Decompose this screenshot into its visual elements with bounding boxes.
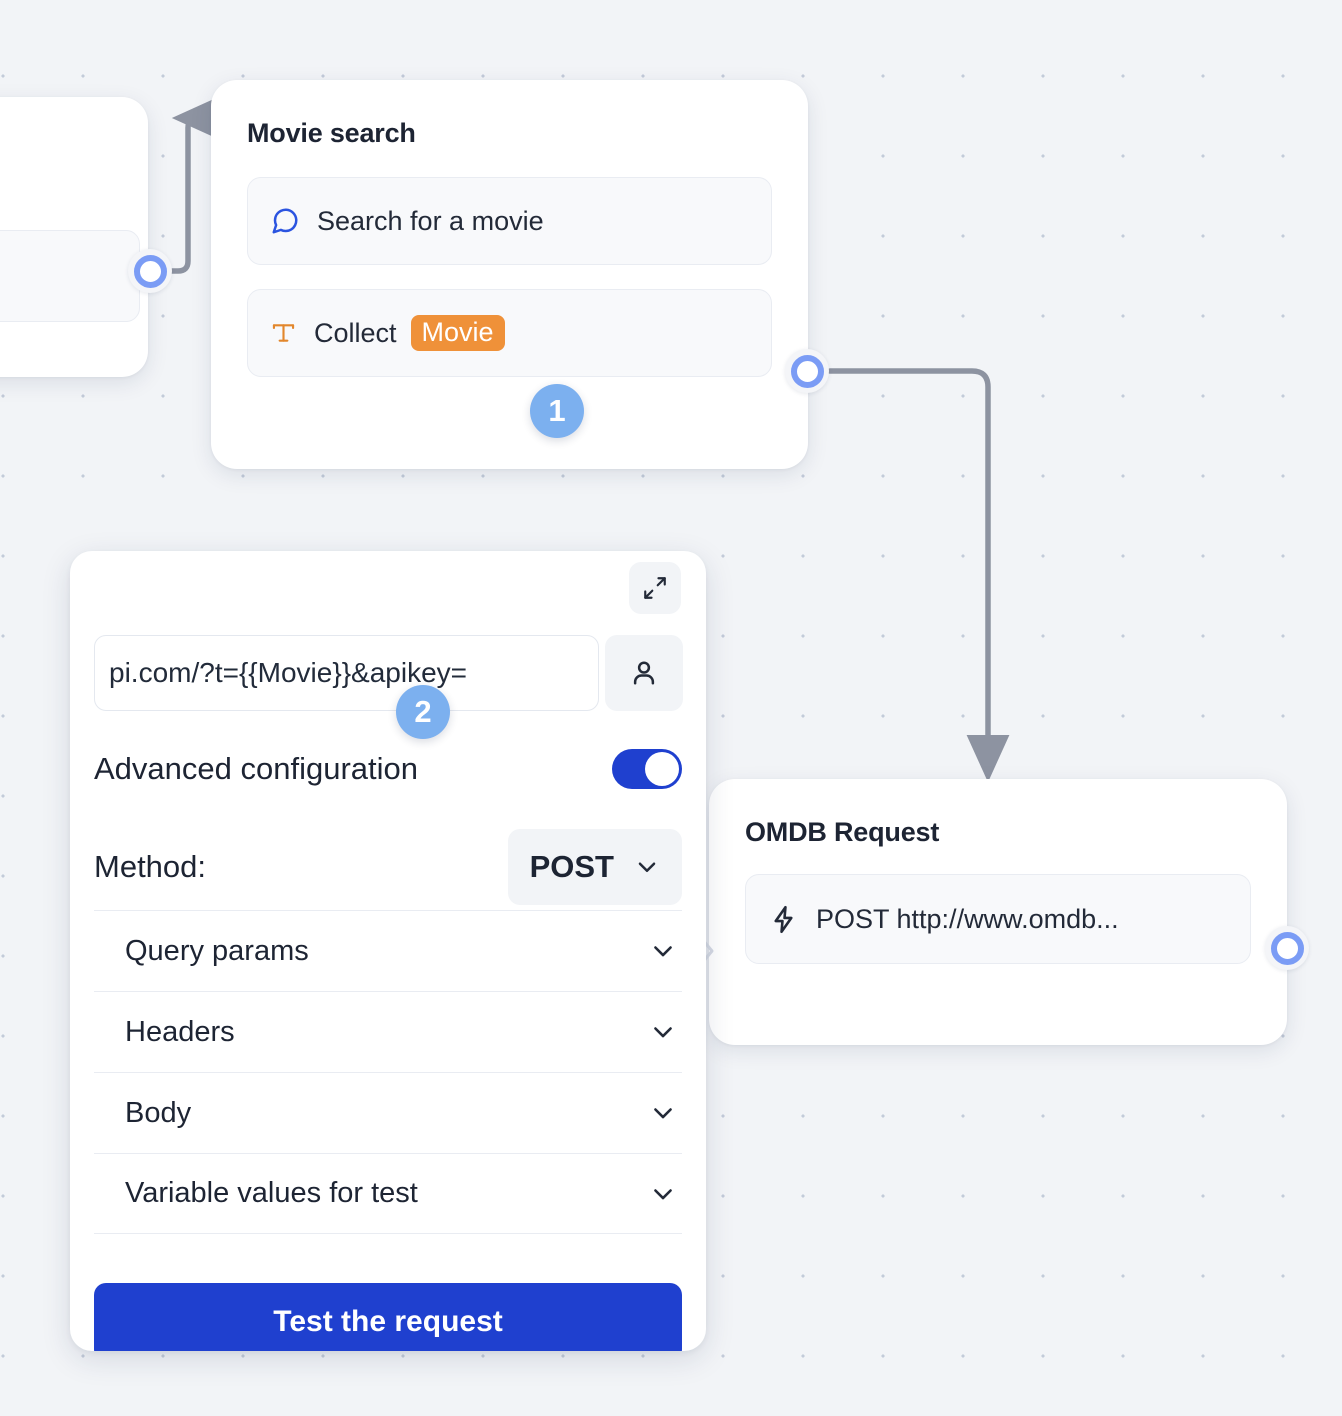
method-row: Method: POST xyxy=(94,829,682,905)
partial-node-left[interactable] xyxy=(0,97,148,377)
advanced-configuration-toggle[interactable] xyxy=(612,749,682,789)
node-item-label: Search for a movie xyxy=(317,205,544,236)
accordion-headers[interactable]: Headers xyxy=(94,991,682,1072)
accordion-variable-values-for-test[interactable]: Variable values for test xyxy=(94,1153,682,1234)
accordion-label: Query params xyxy=(125,934,309,967)
node-item-search-for-a-movie[interactable]: Search for a movie xyxy=(247,177,772,265)
accordion-label: Body xyxy=(125,1096,192,1129)
node-item-label: POST http://www.omdb... xyxy=(816,903,1119,934)
accordion-label: Headers xyxy=(125,1015,235,1048)
message-bubble-icon xyxy=(270,206,300,236)
user-variable-button[interactable] xyxy=(605,635,683,711)
step-badge-2: 2 xyxy=(396,685,450,739)
chevron-down-icon xyxy=(654,1108,672,1119)
partial-node-item[interactable] xyxy=(0,230,140,322)
test-the-request-button[interactable]: Test the request xyxy=(94,1283,682,1351)
node-title: Movie search xyxy=(247,118,416,148)
method-select[interactable]: POST xyxy=(507,829,682,905)
port-omdb-output[interactable] xyxy=(1265,926,1309,970)
expand-button[interactable] xyxy=(629,562,681,614)
accordion-body[interactable]: Body xyxy=(94,1072,682,1153)
port-movie-search-output[interactable] xyxy=(785,349,829,393)
method-value: POST xyxy=(529,849,614,884)
node-omdb-request[interactable]: OMDB Request POST http://www.omdb... xyxy=(709,779,1287,1045)
accordion-list: Query params Headers Body Variable value… xyxy=(94,910,682,1234)
node-item-label: Collect xyxy=(314,317,397,348)
node-item-collect-movie[interactable]: Collect Movie xyxy=(247,289,772,377)
url-row xyxy=(94,635,683,711)
node-item-post-request[interactable]: POST http://www.omdb... xyxy=(745,874,1251,964)
expand-diagonal-icon xyxy=(644,577,666,599)
node-title: OMDB Request xyxy=(745,817,940,847)
chevron-down-icon xyxy=(638,862,656,873)
advanced-configuration-label: Advanced configuration xyxy=(94,751,419,786)
accordion-query-params[interactable]: Query params xyxy=(94,910,682,991)
request-config-panel[interactable]: Advanced configuration Method: POST Quer… xyxy=(70,551,706,1351)
node-movie-search[interactable]: Movie search Search for a movie Collect xyxy=(211,80,808,469)
accordion-label: Variable values for test xyxy=(125,1177,418,1209)
method-label: Method: xyxy=(94,849,207,884)
request-url-input[interactable] xyxy=(94,635,599,711)
text-t-icon xyxy=(270,319,297,347)
port-partial-node-output[interactable] xyxy=(128,249,172,293)
variable-chip[interactable]: Movie xyxy=(410,314,505,352)
chevron-down-icon xyxy=(654,1188,672,1199)
lightning-bolt-icon xyxy=(768,904,799,935)
person-icon xyxy=(633,661,655,685)
chevron-down-icon xyxy=(654,946,672,957)
step-badge-1: 1 xyxy=(530,384,584,438)
advanced-configuration-row: Advanced configuration xyxy=(94,741,682,797)
chevron-down-icon xyxy=(654,1027,672,1038)
